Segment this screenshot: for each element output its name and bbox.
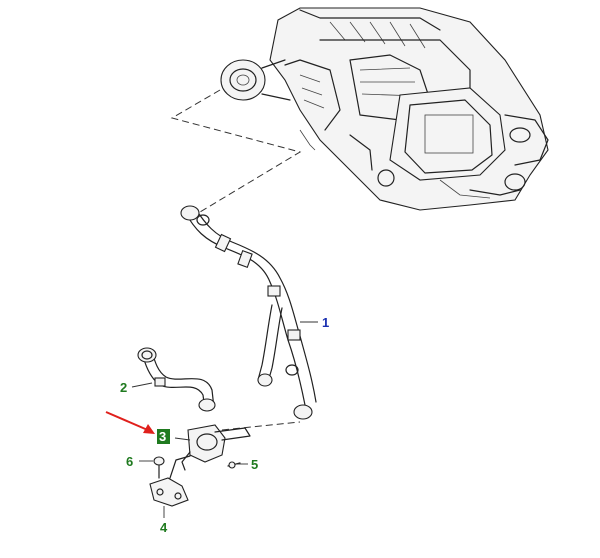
callout-3: 3 <box>159 429 166 444</box>
callout-5: 5 <box>251 457 258 472</box>
callout-4: 4 <box>160 520 168 535</box>
bolt-part-6 <box>153 456 165 479</box>
reference-dashed-line <box>170 89 302 216</box>
hose-part-2 <box>137 347 216 412</box>
leader-line-2 <box>131 382 153 388</box>
highlight-arrow <box>105 411 155 434</box>
screw-part-5 <box>227 461 241 469</box>
hvac-heater-unit <box>220 7 549 211</box>
mounting-bracket-part-4 <box>149 455 191 507</box>
callout-6: 6 <box>126 454 133 469</box>
callout-3-highlight-box <box>157 429 170 444</box>
leader-line-3 <box>174 437 191 441</box>
hose-part-1 <box>180 205 317 420</box>
callout-2: 2 <box>120 380 127 395</box>
coolant-pump-part-3 <box>181 424 251 471</box>
reference-dashed-line-2 <box>221 421 301 431</box>
callout-1: 1 <box>322 315 329 330</box>
